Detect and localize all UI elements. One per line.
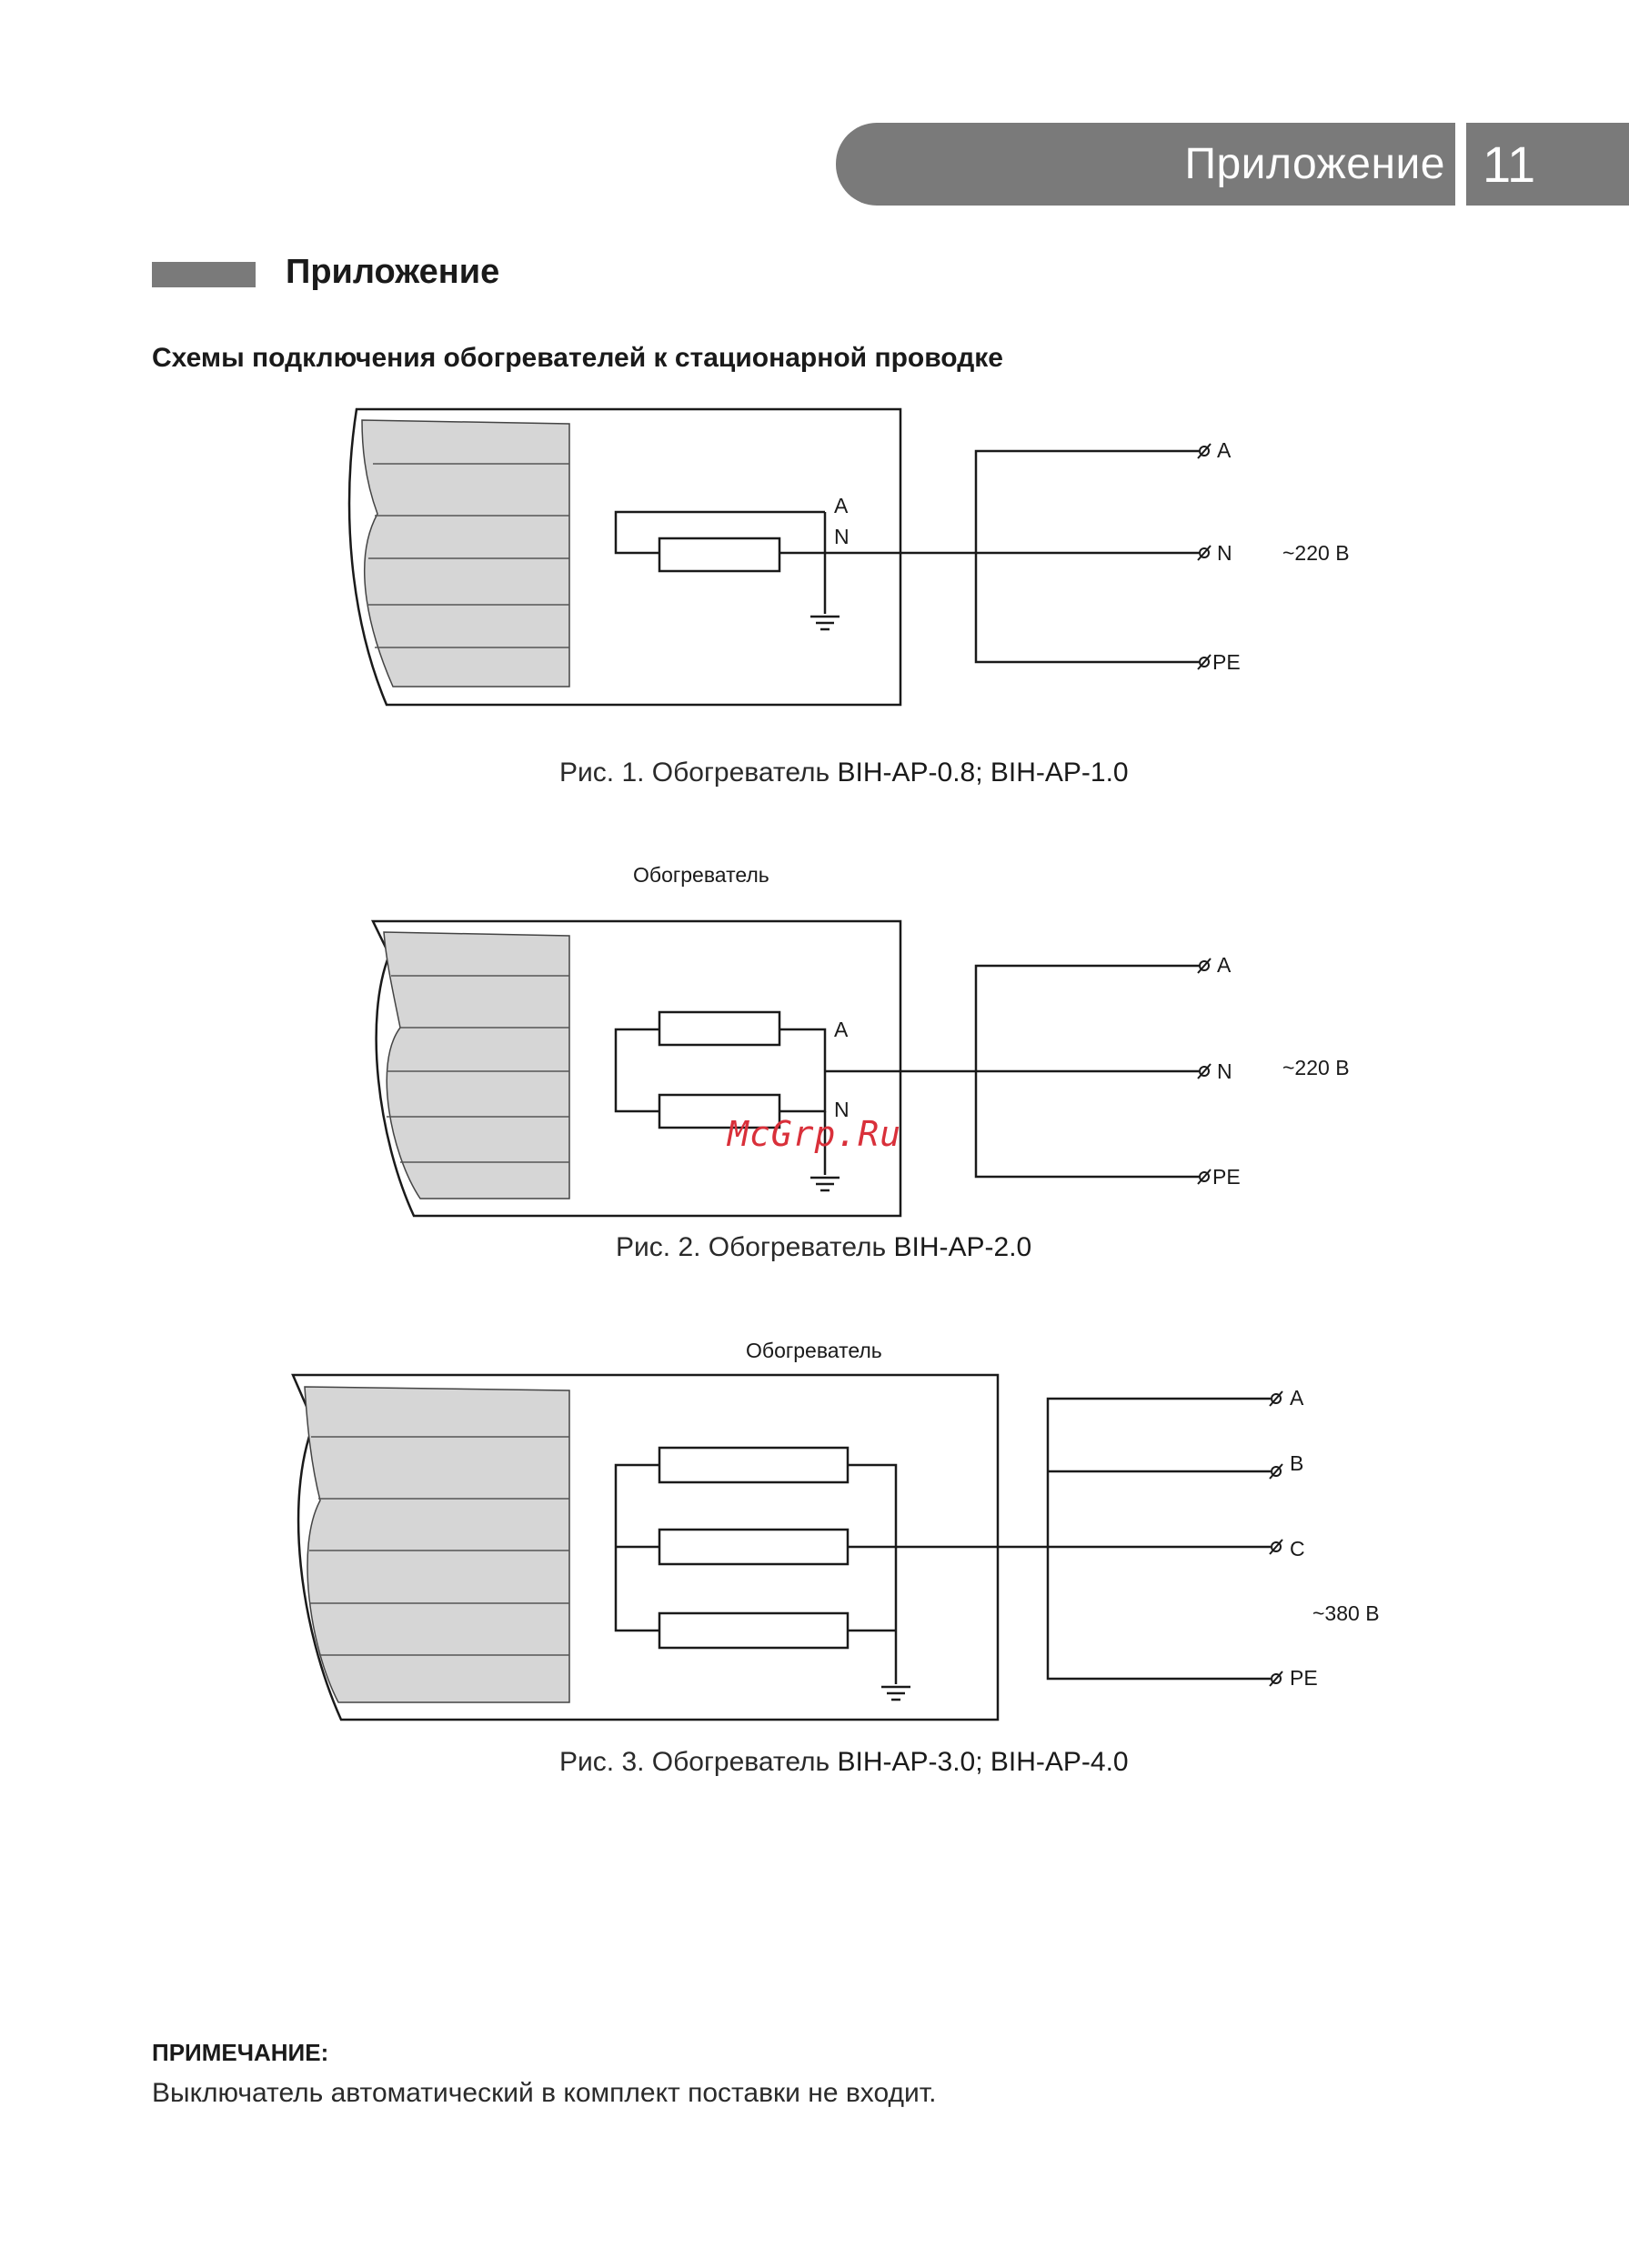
page-title: Приложение — [286, 253, 500, 291]
terminal-label-n: N — [1217, 1059, 1232, 1083]
heating-element-3b — [658, 1528, 850, 1566]
terminal-label-pe: PE — [1290, 1666, 1318, 1690]
terminal-label-a: A — [1290, 1386, 1304, 1410]
figure-1-diagram: A N A N PE ~220 В — [347, 407, 1350, 707]
figure-3-diagram: Обогреватель A B C PE — [291, 1339, 1380, 1721]
voltage-label: ~380 В — [1312, 1601, 1380, 1625]
figure-2-diagram: Обогреватель A N A N PE ~220 В — [371, 863, 1350, 1218]
heater-body-3 — [291, 1373, 1000, 1721]
heater-body-2 — [371, 919, 902, 1218]
terminal-icon — [1269, 1390, 1283, 1407]
voltage-label: ~220 В — [1282, 541, 1350, 565]
internal-terminal-n: N — [834, 525, 850, 548]
figure-1-caption: Рис. 1. Обогреватель BIH-AP-0.8; BIH-AP-… — [559, 758, 1129, 788]
terminal-icon — [1197, 1169, 1212, 1185]
figure-3-caption: Рис. 3. Обогреватель BIH-AP-3.0; BIH-AP-… — [559, 1747, 1129, 1777]
watermark: McGrp.Ru — [728, 1114, 902, 1154]
heater-grille-2 — [383, 931, 570, 1199]
heater-body-1 — [347, 407, 902, 707]
terminal-icon — [1269, 1671, 1283, 1687]
terminal-label-a: A — [1217, 953, 1232, 977]
terminal-icon — [1197, 654, 1212, 670]
terminal-label-n: N — [1217, 541, 1232, 565]
terminal-icon — [1269, 1539, 1283, 1555]
terminal-label-a: A — [1217, 438, 1232, 462]
heating-element-3c — [658, 1611, 850, 1650]
heater-label: Обогреватель — [633, 863, 769, 887]
terminal-label-pe: PE — [1212, 650, 1241, 674]
terminal-label-pe: PE — [1212, 1165, 1241, 1189]
heating-element-2b — [658, 1093, 781, 1129]
terminal-icon — [1269, 1463, 1283, 1480]
voltage-label: ~220 В — [1282, 1056, 1350, 1079]
terminal-icon — [1197, 958, 1212, 974]
section-subtitle: Схемы подключения обогревателей к стацио… — [152, 343, 1003, 373]
header-section-label: Приложение — [1184, 140, 1445, 188]
heater-grille-3 — [304, 1386, 570, 1703]
internal-terminal-n: N — [834, 1098, 850, 1121]
figure-2-caption: Рис. 2. Обогреватель BIH-AP-2.0 — [616, 1232, 1032, 1262]
terminal-icon — [1197, 443, 1212, 459]
header-page-tab — [1455, 123, 1629, 206]
heating-element-2a — [658, 1010, 781, 1047]
terminal-label-c: C — [1290, 1537, 1305, 1561]
heater-grille-1 — [361, 419, 570, 687]
internal-terminal-a: A — [834, 494, 849, 517]
heater-label: Обогреватель — [746, 1339, 882, 1362]
heating-element-1 — [658, 537, 781, 573]
page-number: 11 — [1483, 135, 1536, 193]
terminal-label-b: B — [1290, 1451, 1303, 1475]
title-marker-bar — [152, 262, 256, 287]
terminal-icon — [1197, 545, 1212, 561]
heating-element-3a — [658, 1446, 850, 1484]
internal-terminal-a: A — [834, 1018, 849, 1041]
terminal-icon — [1197, 1063, 1212, 1079]
note-title: ПРИМЕЧАНИЕ: — [152, 2039, 329, 2066]
note-text: Выключатель автоматический в комплект по… — [152, 2078, 937, 2108]
